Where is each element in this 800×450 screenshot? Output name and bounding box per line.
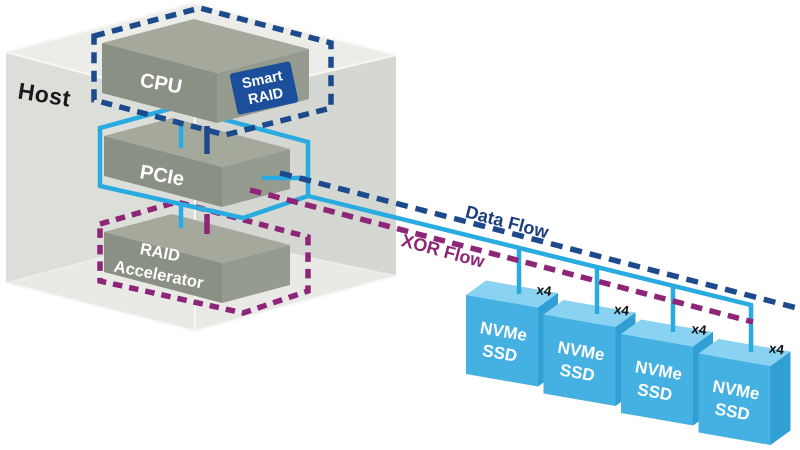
ssd-front-face bbox=[466, 295, 538, 387]
smart-raid-badge-background bbox=[229, 61, 299, 115]
pcie-ssd-cyan-line bbox=[307, 193, 754, 352]
pcie-box-side-face bbox=[222, 149, 290, 207]
ssd-side-face bbox=[770, 351, 791, 445]
pcie-box-top-face bbox=[104, 118, 290, 167]
host-cube-top-back-edges bbox=[5, 2, 397, 56]
smart-raid-label-line2: RAID bbox=[247, 85, 285, 108]
xor-flow-line bbox=[249, 187, 754, 325]
ssd-top-face bbox=[466, 280, 558, 308]
ssd-lane-label: x4 bbox=[768, 341, 785, 358]
ssd-lane-label: x4 bbox=[691, 321, 708, 338]
cpu-box-top-face bbox=[102, 19, 309, 73]
ssd-top-face bbox=[543, 300, 636, 327]
raid-dashed-outline bbox=[97, 199, 311, 316]
data-flow-line bbox=[279, 170, 798, 311]
ssd-front-face bbox=[698, 353, 771, 445]
ssd-lane-label: x4 bbox=[536, 282, 553, 299]
ssd-lane-label: x4 bbox=[613, 302, 630, 319]
cpu-dashed-outline bbox=[91, 5, 334, 138]
host-cube-bottom-edges bbox=[5, 275, 397, 332]
smart-raid-badge: Smart RAID bbox=[229, 61, 299, 115]
ssd-front-face bbox=[543, 314, 616, 406]
ssd-top-face bbox=[621, 319, 713, 347]
raid-box-top-face bbox=[104, 214, 290, 263]
raid-accelerator-block bbox=[97, 199, 311, 316]
raid-box-front-face bbox=[104, 232, 222, 303]
pcie-box-front-face bbox=[104, 136, 222, 207]
cpu-block: Smart RAID bbox=[91, 5, 334, 154]
ssd-front-face bbox=[621, 334, 693, 426]
ssd-top-face bbox=[698, 339, 791, 366]
cpu-box-front-face bbox=[102, 43, 217, 123]
ssd-4: NVMe SSD x4 bbox=[698, 339, 791, 445]
raid-box-side-face bbox=[222, 245, 290, 303]
flow-lines bbox=[249, 170, 798, 352]
